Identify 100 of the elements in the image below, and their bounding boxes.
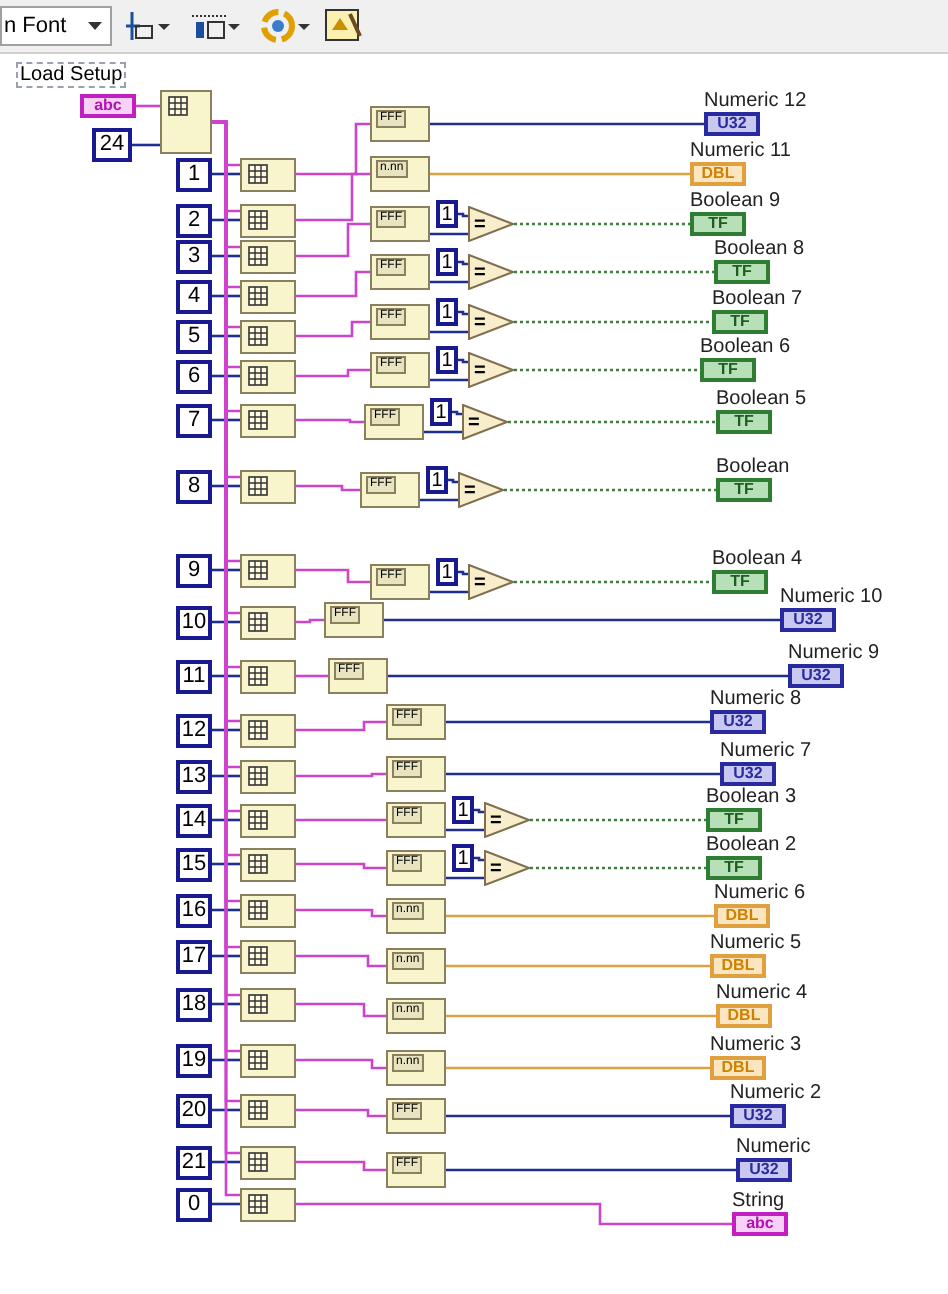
wire	[446, 1168, 736, 1172]
boolean-indicator: TF	[716, 478, 772, 502]
wire	[212, 1108, 240, 1112]
indicator-label: Numeric 6	[714, 882, 806, 904]
indicator-label: Numeric 12	[704, 90, 807, 112]
wire	[212, 568, 240, 572]
scan-from-string-block	[370, 564, 430, 600]
boolean-indicator: TF	[714, 260, 770, 284]
wire	[296, 222, 370, 258]
numeric-constant: 1	[452, 844, 474, 872]
wire	[212, 254, 240, 258]
numeric-indicator: U32	[710, 710, 766, 734]
index-array-block	[240, 939, 296, 973]
wire	[296, 1202, 732, 1226]
wire	[296, 818, 386, 822]
indicator-label: Boolean 4	[712, 548, 803, 570]
numeric-indicator: DBL	[714, 904, 770, 928]
numeric-constant: 16	[176, 893, 212, 927]
wire	[420, 498, 458, 502]
wire	[296, 772, 386, 778]
indicator-label: Numeric 3	[710, 1034, 802, 1056]
scan-from-string-block	[370, 304, 430, 340]
wire	[514, 270, 714, 274]
wire	[212, 620, 240, 624]
indicator-label: Boolean 6	[700, 336, 791, 358]
wire	[446, 1066, 710, 1070]
wire	[296, 674, 328, 678]
boolean-indicator: TF	[706, 808, 762, 832]
wire	[132, 143, 160, 147]
scan-from-string-block	[370, 206, 430, 242]
array-function-block	[160, 90, 212, 154]
index-array-block	[240, 279, 296, 313]
wire	[212, 418, 240, 422]
wire	[514, 222, 690, 226]
wire	[212, 674, 240, 678]
equal-comparator: =	[468, 254, 514, 290]
wire	[430, 590, 468, 594]
scan-from-string-block	[386, 1152, 446, 1188]
numeric-constant: 19	[176, 1043, 212, 1077]
wire	[530, 866, 706, 870]
wire	[384, 618, 780, 622]
wire	[446, 914, 714, 918]
scan-from-string-block	[386, 1098, 446, 1134]
numeric-indicator: U32	[780, 608, 836, 632]
numeric-indicator: DBL	[716, 1004, 772, 1028]
numeric-constant: 6	[176, 359, 212, 393]
index-array-block	[240, 553, 296, 587]
wire	[296, 1108, 386, 1118]
wire	[424, 430, 462, 434]
index-array-block	[240, 403, 296, 437]
indicator-label: Boolean 8	[714, 238, 805, 260]
index-array-block	[240, 1187, 296, 1221]
wire	[430, 280, 468, 284]
wire	[296, 270, 370, 298]
wire	[212, 334, 240, 338]
scan-from-string-block	[370, 156, 430, 192]
numeric-constant: 24	[92, 128, 132, 162]
wire	[212, 908, 240, 912]
index-array-block	[240, 469, 296, 503]
wire	[212, 484, 240, 488]
scan-from-string-block	[386, 756, 446, 792]
scan-from-string-block	[370, 254, 430, 290]
equal-comparator: =	[468, 304, 514, 340]
indicator-label: Numeric 9	[788, 642, 880, 664]
boolean-indicator: TF	[706, 856, 762, 880]
numeric-constant: 1	[436, 200, 458, 228]
wire	[296, 1058, 386, 1070]
wire	[296, 1160, 386, 1172]
wire	[430, 232, 468, 236]
numeric-indicator: DBL	[690, 162, 746, 186]
wire	[212, 218, 240, 222]
index-array-block	[240, 893, 296, 927]
index-array-block	[240, 359, 296, 393]
scan-from-string-block	[328, 658, 388, 694]
index-array-block	[240, 157, 296, 191]
numeric-indicator: U32	[736, 1158, 792, 1182]
index-array-block	[240, 759, 296, 793]
boolean-indicator: TF	[700, 358, 756, 382]
wire	[296, 568, 370, 584]
wire	[296, 320, 370, 338]
wire	[212, 862, 240, 866]
index-array-block	[240, 713, 296, 747]
indicator-label: Numeric 5	[710, 932, 802, 954]
equal-comparator: =	[484, 850, 530, 886]
numeric-constant: 18	[176, 987, 212, 1021]
boolean-indicator: TF	[716, 410, 772, 434]
wire	[530, 818, 706, 822]
numeric-constant: 2	[176, 203, 212, 237]
wire	[212, 728, 240, 732]
equal-comparator: =	[484, 802, 530, 838]
indicator-label: Numeric 10	[780, 586, 883, 608]
numeric-constant: 15	[176, 847, 212, 881]
indicator-label: Boolean 3	[706, 786, 797, 808]
wire	[446, 1014, 716, 1018]
wire	[212, 774, 240, 778]
numeric-indicator: U32	[704, 112, 760, 136]
wire	[446, 828, 484, 832]
numeric-constant: 9	[176, 553, 212, 587]
index-array-block	[240, 203, 296, 237]
numeric-constant: 8	[176, 469, 212, 503]
